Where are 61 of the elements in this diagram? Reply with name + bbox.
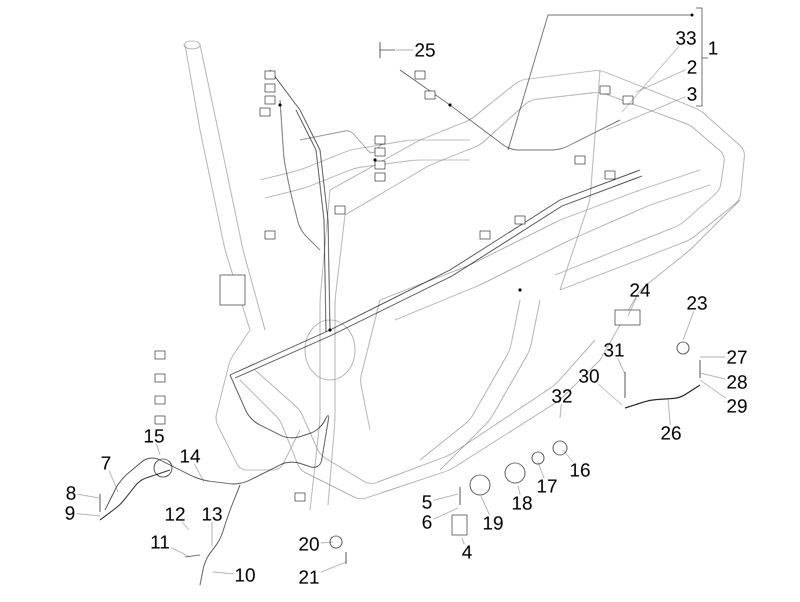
leader-line xyxy=(77,494,100,498)
leader-line xyxy=(538,462,544,478)
callout-number: 8 xyxy=(66,486,76,500)
callout-number: 30 xyxy=(579,369,599,383)
leader-line xyxy=(617,358,626,374)
leader-line xyxy=(433,494,458,501)
leader-line xyxy=(156,444,160,456)
callout-number: 3 xyxy=(687,87,696,101)
leader-line xyxy=(562,450,574,462)
leader-line xyxy=(480,496,490,516)
leader-line xyxy=(320,562,346,572)
callout-number: 31 xyxy=(604,343,624,357)
callout-number: 28 xyxy=(727,375,747,389)
leader-line xyxy=(462,538,464,544)
leader-line xyxy=(598,384,622,406)
callout-number: 15 xyxy=(144,429,164,443)
callout-number: 6 xyxy=(422,515,432,529)
leader-line xyxy=(700,356,726,358)
callout-number: 5 xyxy=(422,495,432,509)
leader-line xyxy=(194,464,204,482)
callout-number: 12 xyxy=(166,507,185,521)
leader-line xyxy=(668,398,670,426)
leader-line xyxy=(182,522,190,530)
callout-number: 13 xyxy=(202,507,222,521)
leader-line xyxy=(170,547,190,558)
callout-number: 26 xyxy=(661,426,681,440)
callout-number: 20 xyxy=(299,537,319,551)
callout-number: 21 xyxy=(299,570,319,584)
callout-number: 29 xyxy=(727,399,747,413)
callout-number: 16 xyxy=(570,463,590,477)
leader-line xyxy=(628,298,637,316)
callout-number: 11 xyxy=(152,535,169,549)
leader-line xyxy=(700,380,726,398)
callout-number: 4 xyxy=(462,545,472,559)
callout-number: 14 xyxy=(180,449,200,463)
callout-number: 33 xyxy=(676,31,696,45)
callout-number: 7 xyxy=(102,456,110,470)
callout-number: 25 xyxy=(415,43,435,57)
leader-line xyxy=(433,508,458,520)
leader-line xyxy=(606,96,686,130)
callout-number: 10 xyxy=(236,568,255,582)
callout-number: 9 xyxy=(66,506,74,520)
leader-line xyxy=(518,486,520,496)
callout-number: 18 xyxy=(512,496,532,510)
leader-line xyxy=(622,46,680,112)
callout-number: 27 xyxy=(727,350,747,364)
leader-line xyxy=(109,470,118,492)
callout-number: 2 xyxy=(688,60,696,74)
leader-line xyxy=(560,404,562,418)
callout-number: 24 xyxy=(630,283,650,297)
leader-line xyxy=(320,542,334,544)
leader-line xyxy=(700,372,726,380)
leader-line xyxy=(76,513,100,516)
leader-line xyxy=(636,70,686,92)
callout-number: 32 xyxy=(552,389,572,403)
callout-number: 19 xyxy=(484,516,503,530)
leader-line xyxy=(682,310,694,340)
callout-number: 23 xyxy=(687,296,707,310)
callout-number: 17 xyxy=(538,479,557,493)
callout-number: 1 xyxy=(709,41,718,55)
leader-line xyxy=(212,572,234,574)
